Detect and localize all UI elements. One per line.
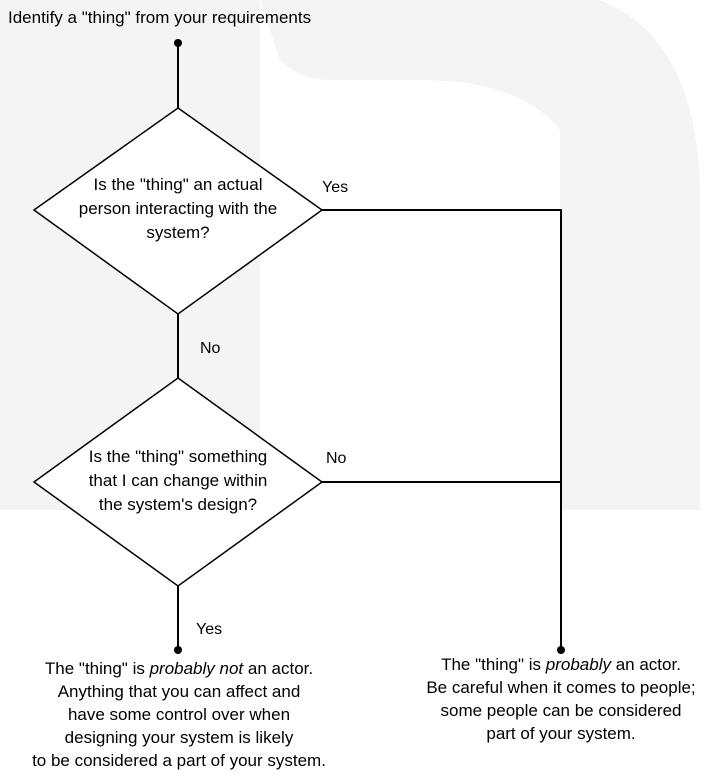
decision1-line2: person interacting with the: [79, 199, 277, 218]
outcome-not-actor-line2: Anything that you can affect and: [57, 682, 301, 701]
decision2-line2: that I can change within: [89, 471, 268, 490]
outcome-actor: The "thing" is probably an actor. Be car…: [401, 653, 719, 745]
decision1-line3: system?: [146, 223, 209, 242]
outcome-not-actor: The "thing" is probably not an actor. An…: [8, 657, 350, 772]
outcome-actor-line1: The "thing" is probably an actor.: [441, 655, 681, 674]
start-label: Identify a "thing" from your requirement…: [8, 8, 312, 27]
connector-decision1-yes: [322, 209, 562, 650]
decision1-yes-label: Yes: [322, 179, 348, 196]
decision2-line1: Is the "thing" something: [89, 447, 267, 466]
outcome-actor-line3: some people can be considered: [440, 701, 682, 720]
outcome-not-actor-line4: designing your system is likely: [64, 728, 294, 747]
outcome-not-actor-line1: The "thing" is probably not an actor.: [44, 659, 314, 678]
decision2-yes-label: Yes: [196, 621, 222, 638]
outcome-not-actor-line5: to be considered a part of your system.: [32, 751, 326, 770]
decision2-line3: the system's design?: [99, 495, 257, 514]
end-dot-not-actor: [174, 646, 182, 654]
decision2-no-label: No: [326, 450, 347, 467]
outcome-actor-line2: Be careful when it comes to people;: [426, 678, 696, 697]
outcome-actor-line4: part of your system.: [486, 724, 636, 743]
decision1-line1: Is the "thing" an actual: [94, 175, 263, 194]
end-dot-actor: [557, 646, 565, 654]
decision1-no-label: No: [200, 340, 221, 357]
outcome-not-actor-line3: have some control over when: [67, 705, 291, 724]
